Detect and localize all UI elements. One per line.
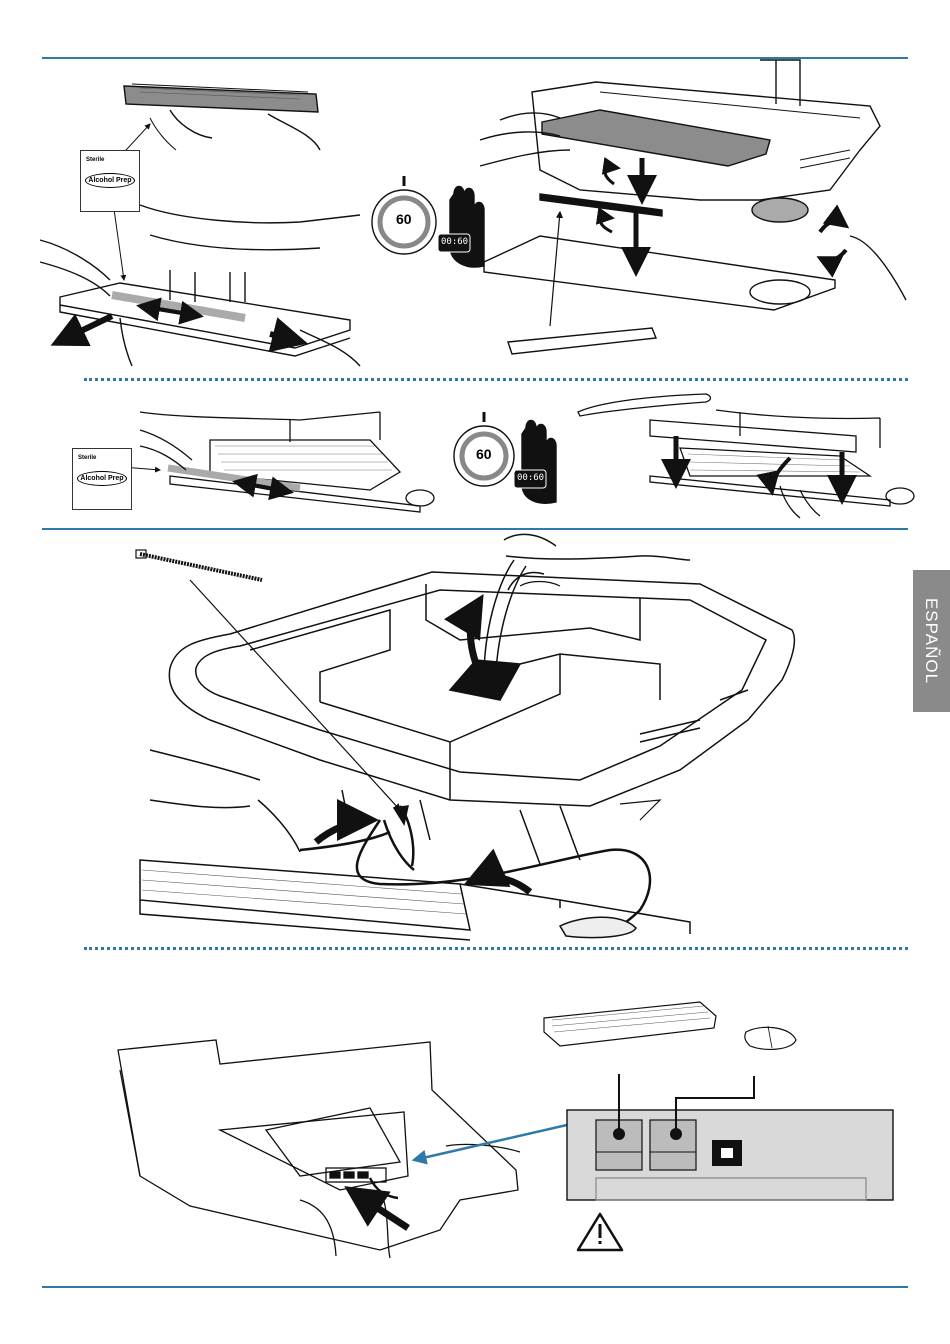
usb-port-mouse (650, 1120, 696, 1170)
packet-brand: Sterile (86, 157, 104, 163)
packet-brand: Sterile (78, 455, 96, 461)
keyboard-mouse-illustration (544, 1002, 796, 1049)
packet-product: Alcohol Prep (77, 471, 127, 486)
stop-hand-icon (450, 187, 484, 268)
stopwatch-value-1: 60 (396, 211, 412, 227)
step-install-wristrest-illustration (480, 60, 906, 354)
stop-display-2: 00:60 (517, 473, 544, 483)
callout-arrow (414, 1122, 580, 1160)
wait-timer-illustration-1 (372, 176, 484, 267)
alcohol-prep-packet-1: Sterile Alcohol Prep (80, 150, 140, 212)
packet-product: Alcohol Prep (85, 173, 135, 188)
stop-hand-icon (522, 421, 556, 504)
usb-port-panel (567, 1074, 893, 1200)
wait-timer-illustration-2 (454, 412, 556, 503)
step-place-wristrest-illustration (578, 394, 914, 518)
step-route-cables-illustration (136, 534, 794, 940)
step-wipe-tray-illustration (40, 84, 360, 366)
zip-tie (140, 554, 262, 580)
step-wipe-keyboard-illustration (110, 412, 434, 512)
stop-display-1: 00:60 (441, 237, 468, 247)
alcohol-prep-packet-2: Sterile Alcohol Prep (72, 448, 132, 510)
warning-triangle-icon (578, 1214, 622, 1250)
stopwatch-value-2: 60 (476, 446, 492, 462)
